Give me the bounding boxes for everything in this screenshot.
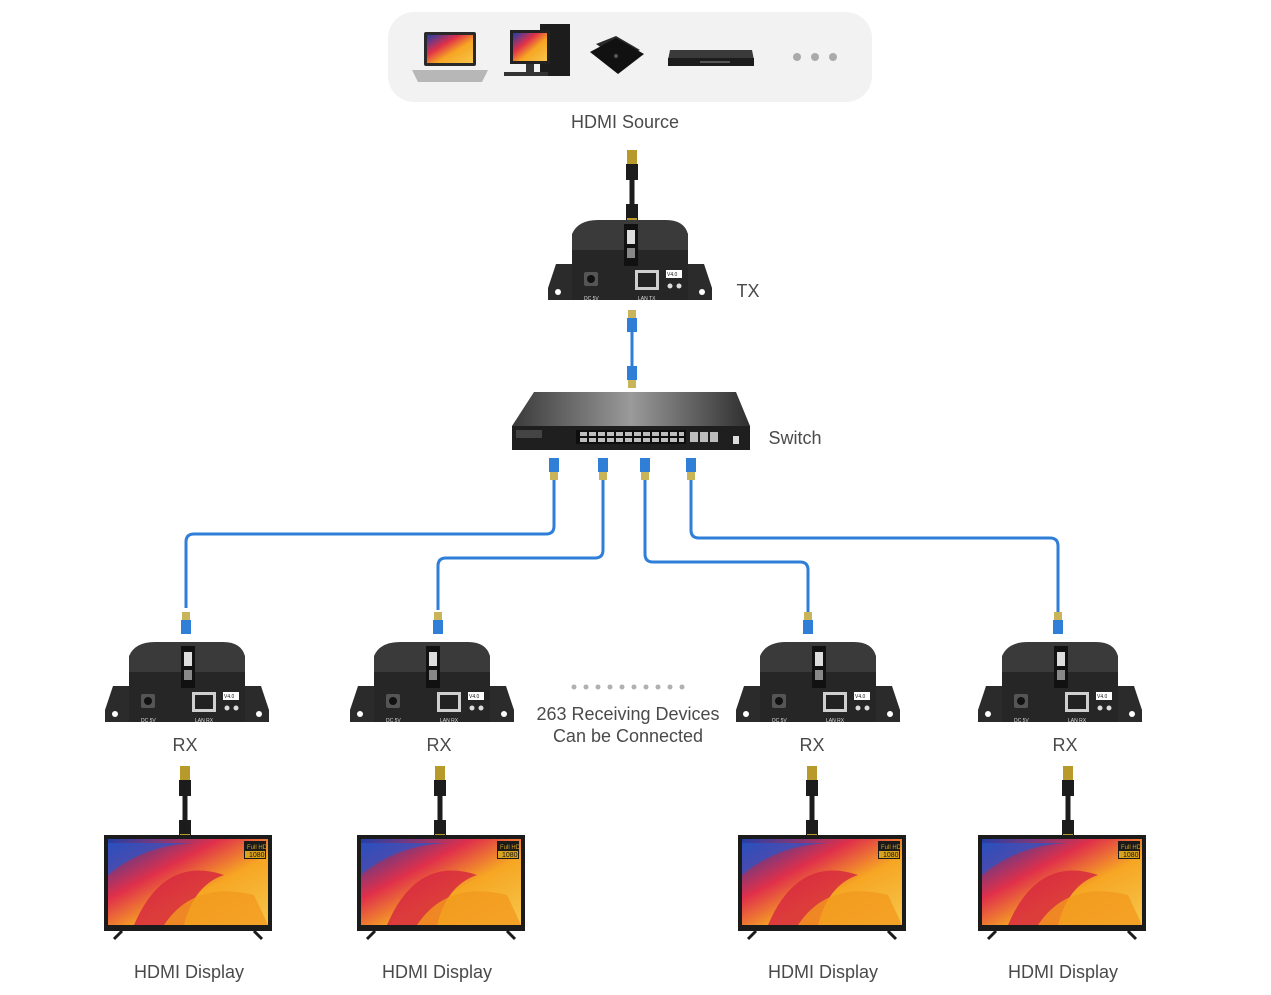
rx-label-1: RX <box>172 735 198 755</box>
display-label-4: HDMI Display <box>1007 962 1118 982</box>
rx-extender-2: DC 5V LAN RX V4.0 <box>350 642 514 724</box>
hdmi-source-label: HDMI Source <box>570 112 680 132</box>
rx1-port-dc-label: DC 5V <box>141 718 156 724</box>
rx1-port-lan-label: LAN RX <box>195 718 214 724</box>
lan-plugs <box>181 458 1063 634</box>
display-label-3: HDMI Display <box>767 962 878 982</box>
switch-label: Switch <box>768 428 822 448</box>
rx-label-4: RX <box>1052 735 1078 755</box>
display3-badge-bottom: 1080 <box>883 852 899 859</box>
desktop-pc-icon <box>504 24 570 76</box>
rx3-port-dc-label: DC 5V <box>772 718 787 724</box>
display1-badge-bottom: 1080 <box>249 852 265 859</box>
display4-badge-top: Full HD <box>1121 845 1142 851</box>
rx4-port-dc-label: DC 5V <box>1014 718 1029 724</box>
tx-label: TX <box>736 281 760 301</box>
tv-box-icon <box>590 36 644 74</box>
rx2-version-label: V4.0 <box>469 694 480 700</box>
rx2-port-lan-label: LAN RX <box>440 718 459 724</box>
display-label-2: HDMI Display <box>381 962 492 982</box>
more-devices-dots <box>571 684 685 690</box>
receiving-devices-note-line1: 263 Receiving Devices <box>536 704 720 724</box>
rx-extender-3: DC 5V LAN RX V4.0 <box>736 642 900 724</box>
hdmi-cable-source-tx <box>626 150 638 232</box>
network-switch <box>512 392 750 450</box>
rx4-version-label: V4.0 <box>1097 694 1108 700</box>
display2-badge-top: Full HD <box>500 845 521 851</box>
rx-extender-1: DC 5V LAN RX V4.0 <box>105 642 269 724</box>
tx-extender: DC 5V LAN TX V4.0 <box>548 220 712 302</box>
rx2-port-dc-label: DC 5V <box>386 718 401 724</box>
lan-cable-tx-switch <box>627 310 637 388</box>
display3-badge-top: Full HD <box>881 845 902 851</box>
rx4-port-lan-label: LAN RX <box>1068 718 1087 724</box>
hdmi-display-4: Full HD 1080 <box>976 833 1148 941</box>
display4-badge-bottom: 1080 <box>1123 852 1139 859</box>
display1-badge-top: Full HD <box>247 845 268 851</box>
display2-badge-bottom: 1080 <box>502 852 518 859</box>
rx-label-2: RX <box>426 735 452 755</box>
blu-ray-player-icon <box>668 50 754 66</box>
rx1-version-label: V4.0 <box>224 694 235 700</box>
tx-port-lan-label: LAN TX <box>638 296 656 302</box>
display-label-1: HDMI Display <box>133 962 244 982</box>
rx3-port-lan-label: LAN RX <box>826 718 845 724</box>
hdmi-display-2: Full HD 1080 <box>355 833 527 941</box>
tx-version-label: V4.0 <box>667 272 678 278</box>
more-dots-icon <box>793 53 837 61</box>
laptop-icon <box>412 32 488 82</box>
rx3-version-label: V4.0 <box>855 694 866 700</box>
tx-port-dc-label: DC 5V <box>584 296 599 302</box>
rx-label-3: RX <box>799 735 825 755</box>
hdmi-display-1: Full HD 1080 <box>102 833 274 941</box>
rx-extender-4: DC 5V LAN RX V4.0 <box>978 642 1142 724</box>
lan-cables-switch-rx <box>184 480 1060 612</box>
hdmi-display-3: Full HD 1080 <box>736 833 908 941</box>
receiving-devices-note-line2: Can be Connected <box>552 726 704 746</box>
